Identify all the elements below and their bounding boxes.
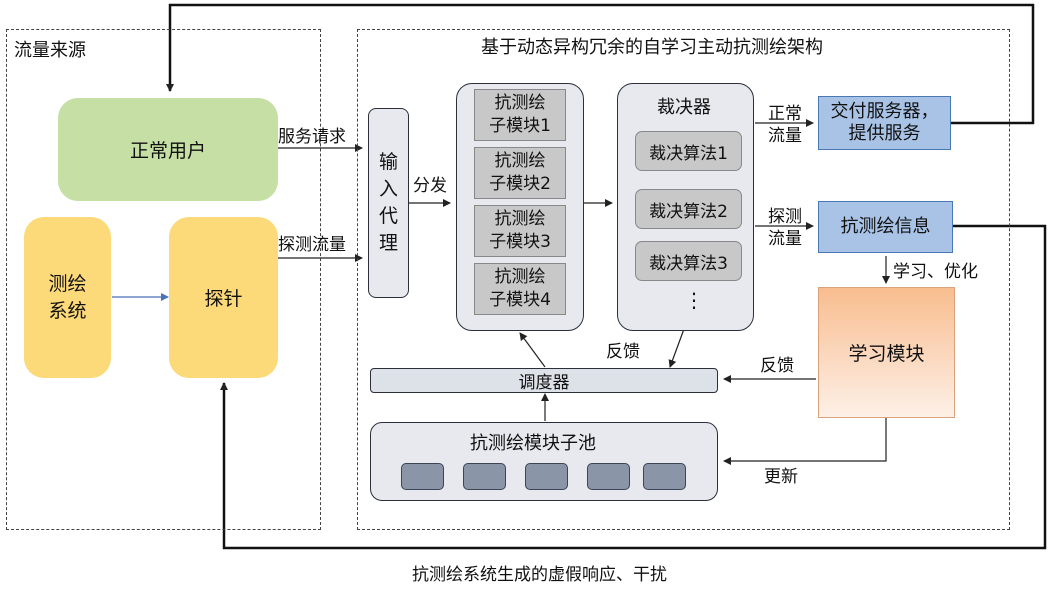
feedback-learning-label: 反馈: [760, 356, 794, 376]
architecture-title: 基于动态异构冗余的自学习主动抗测绘架构: [481, 37, 823, 58]
update-arrow: [723, 418, 887, 465]
bottom-caption: 抗测绘系统生成的虚假响应、干扰: [412, 565, 667, 585]
fake-response-arrow: [220, 224, 1047, 550]
arbiter-more-dots: ⋮: [684, 288, 704, 312]
input-proxy-box: 输 入 代 理: [368, 108, 409, 298]
feedback-arbiter-label: 反馈: [606, 342, 640, 362]
feedback-arbiter-arrow: [668, 328, 685, 368]
learn-optimize-label: 学习、优化: [893, 262, 978, 282]
scheduler-bar: 调度器: [370, 368, 718, 393]
distribute-label: 分发: [413, 176, 447, 196]
input-proxy-char-3: 代: [378, 205, 398, 227]
pool-slot: [525, 463, 568, 490]
traffic-source-group: [6, 29, 321, 530]
traffic-source-title: 流量来源: [14, 40, 86, 61]
probe-traffic-info-label: 探测 流量: [768, 207, 802, 249]
pool-slot: [463, 463, 506, 490]
architecture-group: [357, 29, 1010, 530]
mapping-system-box: 测绘 系统: [24, 217, 111, 378]
arbiter-algorithm-1: 裁决算法1: [635, 131, 742, 171]
arbiter-algorithm-2: 裁决算法2: [635, 189, 742, 229]
anti-mapping-info-box: 抗测绘信息: [818, 201, 953, 253]
update-label: 更新: [764, 467, 798, 487]
module-pool-title: 抗测绘模块子池: [470, 433, 596, 454]
pool-slot: [643, 463, 686, 490]
arbiter-title: 裁决器: [657, 97, 711, 118]
probe-box: 探针: [169, 217, 278, 378]
pool-slot: [587, 463, 630, 490]
scheduler-to-submodules-arrow: [519, 332, 546, 368]
input-proxy-char-2: 入: [378, 178, 398, 200]
service-request-label: 服务请求: [278, 127, 346, 147]
submodule-2: 抗测绘 子模块2: [474, 147, 566, 199]
mapping-system-line2: 系统: [48, 299, 87, 322]
input-proxy-char-4: 理: [378, 232, 398, 254]
submodule-4: 抗测绘 子模块4: [474, 263, 566, 315]
submodule-1: 抗测绘 子模块1: [474, 89, 566, 141]
normal-user-box: 正常用户: [58, 98, 278, 201]
arbiter-algorithm-3: 裁决算法3: [635, 241, 742, 281]
delivery-server-box: 交付服务器， 提供服务: [818, 96, 951, 150]
mapping-system-line1: 测绘: [48, 272, 87, 295]
input-proxy-char-1: 输: [378, 151, 398, 173]
submodule-3: 抗测绘 子模块3: [474, 205, 566, 257]
normal-traffic-label: 正常 流量: [768, 104, 802, 146]
probe-traffic-label: 探测流量: [278, 235, 346, 255]
return-service-arrow: [166, 3, 1035, 125]
pool-slot: [401, 463, 444, 490]
learning-module-box: 学习模块: [818, 287, 955, 418]
